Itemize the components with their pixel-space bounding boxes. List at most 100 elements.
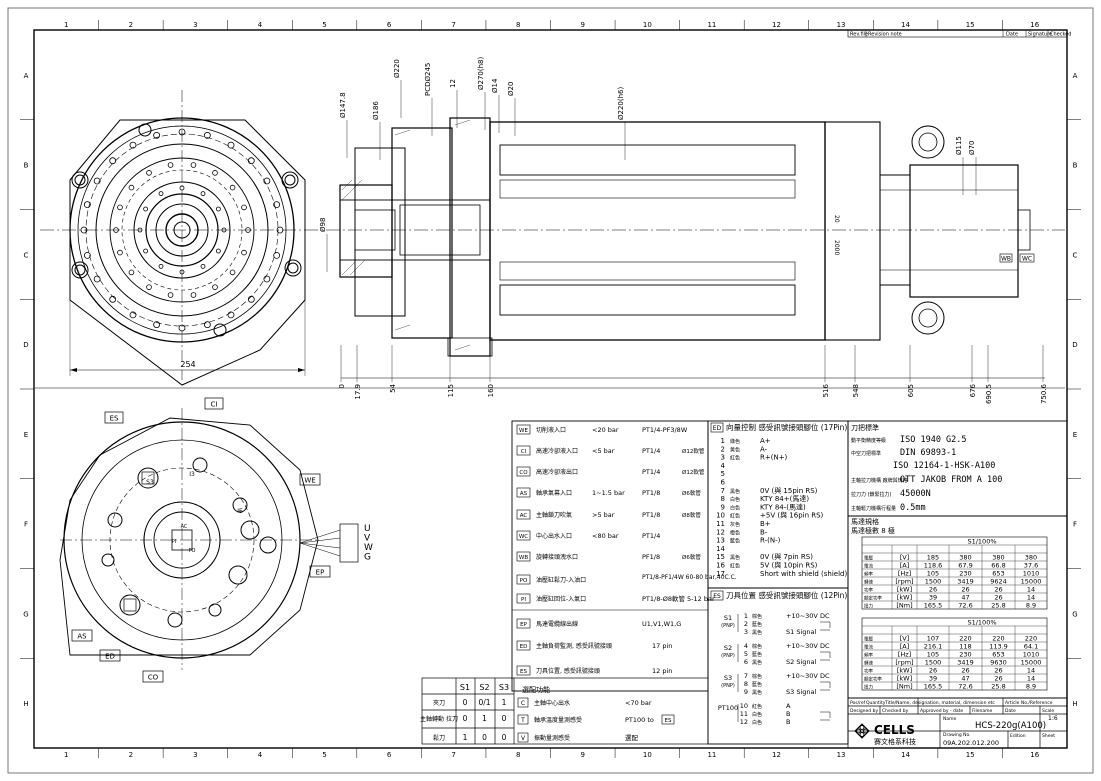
ed-pin-number: 17: [716, 570, 725, 578]
grid-col-top-15: 15: [966, 21, 975, 29]
es-pin-color: 棕色: [752, 673, 762, 680]
tb-drawing-value: 09A.202.012.200: [943, 739, 999, 747]
motor-row-key: 電流: [864, 643, 873, 650]
label-ac: AC: [181, 524, 188, 530]
port-thread-po: PT1/8-PF1/4W 60-80 bar,40C.C.: [642, 574, 737, 581]
dim-top-7: Ø147.8: [339, 92, 347, 118]
ed-pin-signal: 0V (與 15pin RS): [760, 486, 818, 495]
grid-col-top-12: 12: [772, 21, 781, 29]
motor-row-key: 電流: [864, 562, 873, 569]
grid-col-top-11: 11: [707, 21, 716, 29]
es-group-pt100: PT100: [718, 704, 738, 712]
motor-cell: 220: [1025, 634, 1037, 642]
port-tag-ac: AC: [520, 513, 528, 519]
ed-pin-color: 紅色: [730, 563, 740, 570]
grid-col-top-14: 14: [901, 21, 910, 29]
ed-pin-number: 1: [721, 437, 725, 445]
port-name-ed: 主軸負荷監測, 感受訊號接頭: [536, 642, 612, 650]
tb-filename: Filename: [972, 708, 993, 714]
port-tube-co: Ø12軟管: [682, 468, 705, 476]
motor-row-unit: [rpm]: [895, 577, 913, 585]
ed-pin-signal: R-(N-): [760, 537, 781, 545]
tb-checked: Checked by: [882, 708, 909, 714]
option-row-label: 主軸轉動 拉刀: [420, 715, 458, 723]
es-block-header: 刀具位置 感受訊號接頭腳位 (12Pin): [726, 590, 847, 600]
port-thread-ep: U1,V1,W1,G: [642, 620, 681, 628]
es-pin-color: 黑色: [752, 629, 762, 636]
dim-bottom-4: 160: [487, 384, 495, 397]
option-spec: 選配: [625, 733, 639, 742]
motor-cell: 8.9: [1026, 682, 1036, 690]
ed-pin-color: 藍色: [730, 538, 740, 545]
ed-pin-number: 3: [721, 454, 725, 462]
grid-row-right-E: E: [1073, 431, 1077, 439]
port-tag-ed: ED: [520, 644, 528, 650]
tb-designed: Designed by: [850, 708, 878, 714]
motor-cell: 1500: [925, 577, 942, 585]
es-group-s3: S3: [724, 674, 732, 682]
tag-ep: EP: [316, 569, 325, 577]
es-pin-color: 白色: [752, 719, 762, 726]
tb-approved: Approved by - date: [920, 708, 963, 714]
ed-pin-color: 紅色: [730, 513, 740, 520]
es-pin-signal: S1 Signal: [786, 628, 816, 636]
es-pin-signal: A: [786, 702, 791, 710]
side-label-20: 20: [833, 215, 840, 223]
port-name-co: 高速冷卻液出口: [536, 468, 578, 476]
es-pin-color: 藍色: [752, 651, 762, 658]
port-name-pi: 油壓缸回位-入氣口: [536, 595, 586, 603]
grid-col-bottom-13: 13: [837, 751, 846, 759]
rev-checked-label: Checked: [1050, 32, 1071, 38]
es-pin-color: 白色: [752, 711, 762, 718]
ed-pin-color: 白色: [730, 504, 740, 511]
ed-pin-number: 8: [721, 495, 725, 503]
motor-row-key: 電壓: [864, 555, 873, 561]
port-thread-as: PT1/8: [642, 489, 660, 497]
ed-block-header: 向量控制 感受訊號接頭腳位 (17Pin): [726, 422, 847, 432]
port-thread-ci: PT1/4: [642, 447, 660, 455]
motor-row-key: 電壓: [864, 636, 873, 642]
port-name-wc: 中心出水入口: [536, 532, 572, 540]
tag-we: WE: [304, 477, 315, 485]
motor-row-key: 轉速: [864, 659, 873, 666]
motor-cell: 230: [959, 650, 971, 658]
es-pin-signal: B: [786, 710, 790, 718]
ed-pin-color: 橙色: [730, 529, 740, 536]
motor-row-unit: [kW]: [897, 674, 912, 682]
motor-cell: 1500: [925, 658, 942, 666]
motor-cell: 37.6: [1024, 561, 1038, 569]
grid-col-top-9: 9: [581, 21, 585, 29]
dim-bottom-8: 676: [969, 383, 977, 397]
grid-col-top-4: 4: [258, 21, 263, 29]
grid-row-left-D: D: [23, 341, 28, 349]
es-group-s2: S2: [724, 644, 732, 652]
es-pin-color: 棕色: [752, 643, 762, 650]
motor-cell: 25.8: [991, 601, 1005, 609]
grid-col-top-8: 8: [516, 21, 520, 29]
dim-bottom-10: 750.6: [1040, 383, 1048, 404]
dim-top-2: Ø270(h8): [477, 57, 485, 90]
dim-top-1: PCDØ245: [424, 63, 432, 96]
dim-bottom-0: 0: [338, 384, 346, 388]
tb-edition: Edition: [1010, 733, 1026, 739]
port-tube-ac: Ø8軟管: [682, 511, 701, 519]
motor-row-unit: [kW]: [897, 666, 912, 674]
motor-lead-g: G: [364, 553, 371, 563]
port-spec-wc: <80 bar: [592, 532, 619, 540]
motor-cell: 64.1: [1024, 642, 1038, 650]
port-tag-ci: CI: [521, 449, 527, 455]
grid-col-bottom-6: 6: [387, 751, 392, 759]
motor-cell: 47: [961, 674, 969, 682]
rev-date-label: Date: [1006, 32, 1018, 38]
es-group-sub: (PNP): [721, 623, 735, 629]
grid-row-left-B: B: [24, 162, 29, 170]
ed-pin-signal: 5V (與 10pin RS): [760, 561, 818, 570]
port-tag-wb: WB: [519, 555, 528, 561]
ed-pin-number: 7: [721, 487, 725, 495]
motor-cell: 185: [927, 553, 939, 561]
ed-pin-number: 16: [716, 562, 725, 570]
label-pi: PI: [172, 539, 177, 545]
motor-row-key: 轉速: [864, 578, 873, 585]
